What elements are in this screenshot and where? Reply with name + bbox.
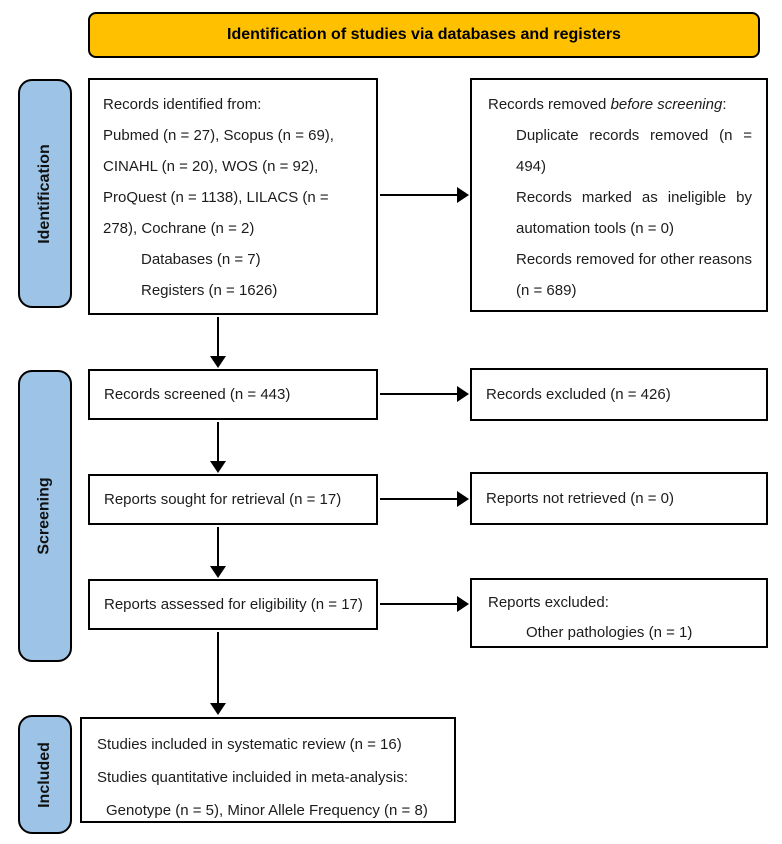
arrow-sought-to-not-retrieved (380, 491, 469, 507)
reports-assessed-label: Reports assessed for eligibility (n = 17… (104, 596, 363, 613)
reports-excluded-item: Other pathologies (n = 1) (526, 624, 693, 641)
studies-included-line: Studies included in systematic review (n… (97, 736, 402, 753)
records-identified-line: Pubmed (n = 27), Scopus (n = 69), (103, 127, 334, 144)
box-studies-included: Studies included in systematic review (n… (80, 717, 456, 823)
stage-identification: Identification (18, 79, 72, 308)
box-records-identified: Records identified from: Pubmed (n = 27)… (88, 78, 378, 315)
arrowhead-right-icon (457, 386, 469, 402)
records-screened-label: Records screened (n = 443) (104, 386, 291, 403)
box-records-screened: Records screened (n = 443) (88, 369, 378, 420)
stage-identification-label: Identification (36, 143, 53, 244)
arrow-screened-to-excluded (380, 386, 469, 402)
arrowhead-right-icon (457, 596, 469, 612)
records-identified-registers: Registers (n = 1626) (141, 282, 278, 299)
reports-excluded-title: Reports excluded: (488, 594, 609, 611)
arrow-assessed-to-included (210, 632, 226, 715)
records-excluded-label: Records excluded (n = 426) (486, 386, 671, 403)
stage-included-label: Included (36, 741, 53, 808)
box-reports-excluded: Reports excluded: Other pathologies (n =… (470, 578, 768, 648)
arrow-screened-to-sought (210, 422, 226, 473)
studies-included-line: Genotype (n = 5), Minor Allele Frequency… (106, 802, 428, 819)
arrowhead-down-icon (210, 461, 226, 473)
reports-not-retrieved-label: Reports not retrieved (n = 0) (486, 490, 675, 507)
stage-included: Included (18, 715, 72, 834)
records-removed-item: Records marked as ineligible by automati… (516, 189, 752, 237)
arrow-identified-to-removed (380, 187, 469, 203)
diagram-header: Identification of studies via databases … (88, 12, 760, 58)
arrow-sought-to-assessed (210, 527, 226, 578)
diagram-header-title: Identification of studies via databases … (227, 26, 621, 43)
stage-screening-label: Screening (36, 477, 54, 555)
arrowhead-down-icon (210, 566, 226, 578)
arrowhead-down-icon (210, 703, 226, 715)
records-identified-line: 278), Cochrane (n = 2) (103, 220, 255, 237)
box-reports-sought: Reports sought for retrieval (n = 17) (88, 474, 378, 525)
reports-sought-label: Reports sought for retrieval (n = 17) (104, 491, 342, 508)
records-removed-item: Duplicate records removed (n = 494) (516, 127, 752, 175)
box-reports-assessed: Reports assessed for eligibility (n = 17… (88, 579, 378, 630)
records-identified-line: ProQuest (n = 1138), LILACS (n = (103, 189, 329, 206)
records-identified-line: CINAHL (n = 20), WOS (n = 92), (103, 158, 319, 175)
records-identified-line: Records identified from: (103, 96, 262, 113)
studies-included-line: Studies quantitative incluided in meta-a… (97, 769, 409, 786)
records-identified-databases: Databases (n = 7) (141, 251, 261, 268)
records-removed-item: Records removed for other reasons (n = 6… (516, 251, 752, 299)
box-records-removed: Records removed before screening: Duplic… (470, 78, 768, 312)
stage-screening: Screening (18, 370, 72, 662)
arrowhead-right-icon (457, 187, 469, 203)
arrowhead-down-icon (210, 356, 226, 368)
arrow-assessed-to-reports-excluded (380, 596, 469, 612)
records-removed-title: Records removed before screening: (488, 96, 727, 113)
arrowhead-right-icon (457, 491, 469, 507)
box-records-excluded: Records excluded (n = 426) (470, 368, 768, 421)
arrow-identified-to-screened (210, 317, 226, 368)
box-reports-not-retrieved: Reports not retrieved (n = 0) (470, 472, 768, 525)
